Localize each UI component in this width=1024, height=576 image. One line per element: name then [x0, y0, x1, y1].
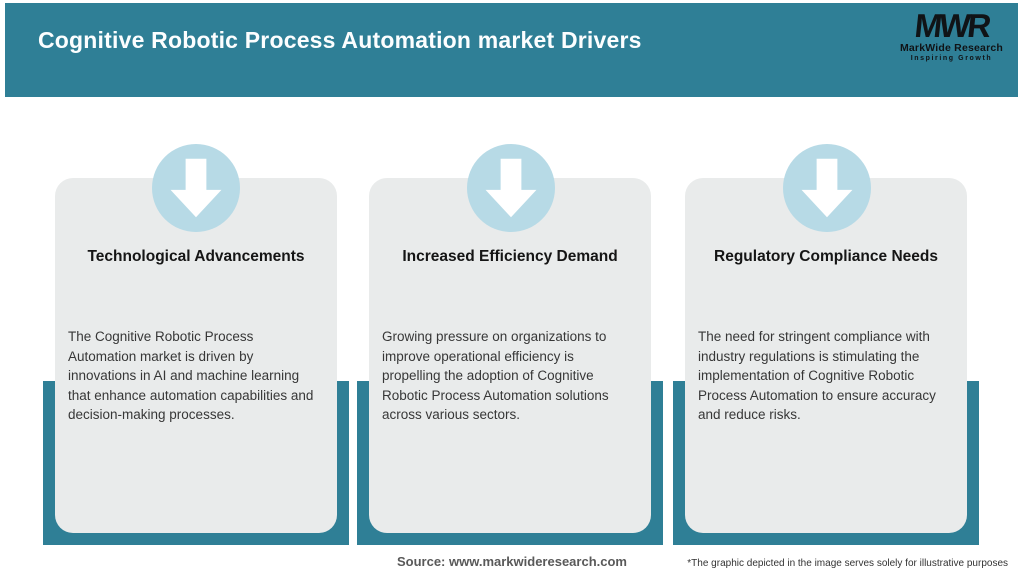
arrow-circle-badge	[467, 144, 555, 232]
logo-tagline: Inspiring Growth	[910, 55, 993, 62]
page-title: Cognitive Robotic Process Automation mar…	[38, 27, 642, 53]
logo-monogram: MWR	[912, 7, 991, 44]
logo-name: MarkWide Research	[899, 42, 1004, 54]
arrow-circle-badge	[152, 144, 240, 232]
driver-card-increased-efficiency-demand: Increased Efficiency Demand Growing pres…	[369, 178, 651, 533]
down-arrow-icon	[798, 155, 856, 221]
markwide-research-logo: MWR MarkWide Research Inspiring Growth	[899, 7, 1004, 63]
card-heading: Technological Advancements	[87, 248, 305, 265]
card-body-text: The Cognitive Robotic Process Automation…	[68, 329, 314, 422]
card-heading: Regulatory Compliance Needs	[714, 248, 938, 265]
card-body-text: The need for stringent compliance with i…	[698, 329, 936, 422]
down-arrow-icon	[482, 155, 540, 221]
header-bar: Cognitive Robotic Process Automation mar…	[5, 3, 1018, 97]
card-body-text: Growing pressure on organizations to imp…	[382, 329, 609, 422]
arrow-circle-badge	[783, 144, 871, 232]
down-arrow-icon	[167, 155, 225, 221]
card-heading: Increased Efficiency Demand	[402, 248, 618, 265]
driver-card-regulatory-compliance-needs: Regulatory Compliance Needs The need for…	[685, 178, 967, 533]
driver-card-technological-advancements: Technological Advancements The Cognitive…	[55, 178, 337, 533]
source-text: Source: www.markwideresearch.com	[396, 554, 627, 569]
disclaimer-text: *The graphic depicted in the image serve…	[687, 558, 1008, 569]
